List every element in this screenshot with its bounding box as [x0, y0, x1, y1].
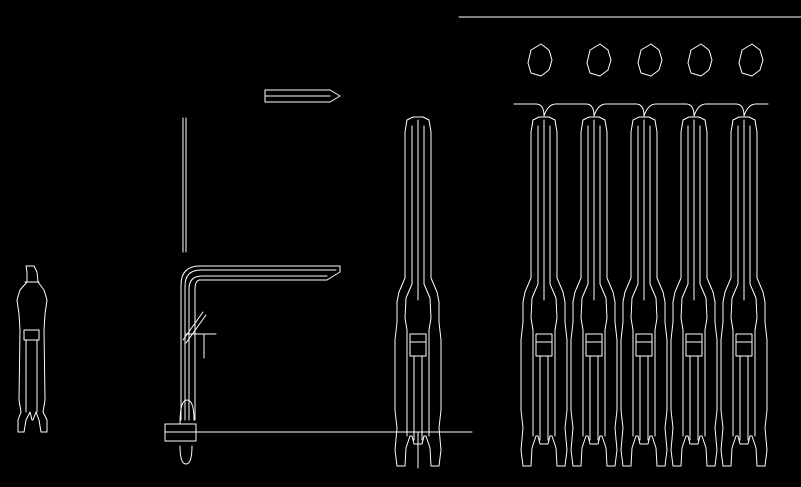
contact: [520, 116, 568, 467]
contact: [720, 116, 768, 467]
pilot-hole: [687, 43, 713, 77]
contact-array: [520, 116, 768, 467]
single-contact-front-view: [394, 116, 442, 469]
pilot-hole: [527, 43, 553, 77]
pilot-hole: [586, 43, 612, 77]
small-pointer-pin: [264, 89, 341, 103]
pilot-hole: [738, 43, 764, 77]
contact: [570, 116, 618, 467]
bent-contact-side-view: [164, 117, 473, 465]
contact: [620, 116, 668, 467]
contact: [670, 116, 718, 467]
carrier-strip: [513, 103, 769, 117]
pilot-hole-row: [527, 43, 764, 77]
pilot-hole: [637, 43, 663, 77]
small-pin-side-view: [16, 265, 48, 433]
